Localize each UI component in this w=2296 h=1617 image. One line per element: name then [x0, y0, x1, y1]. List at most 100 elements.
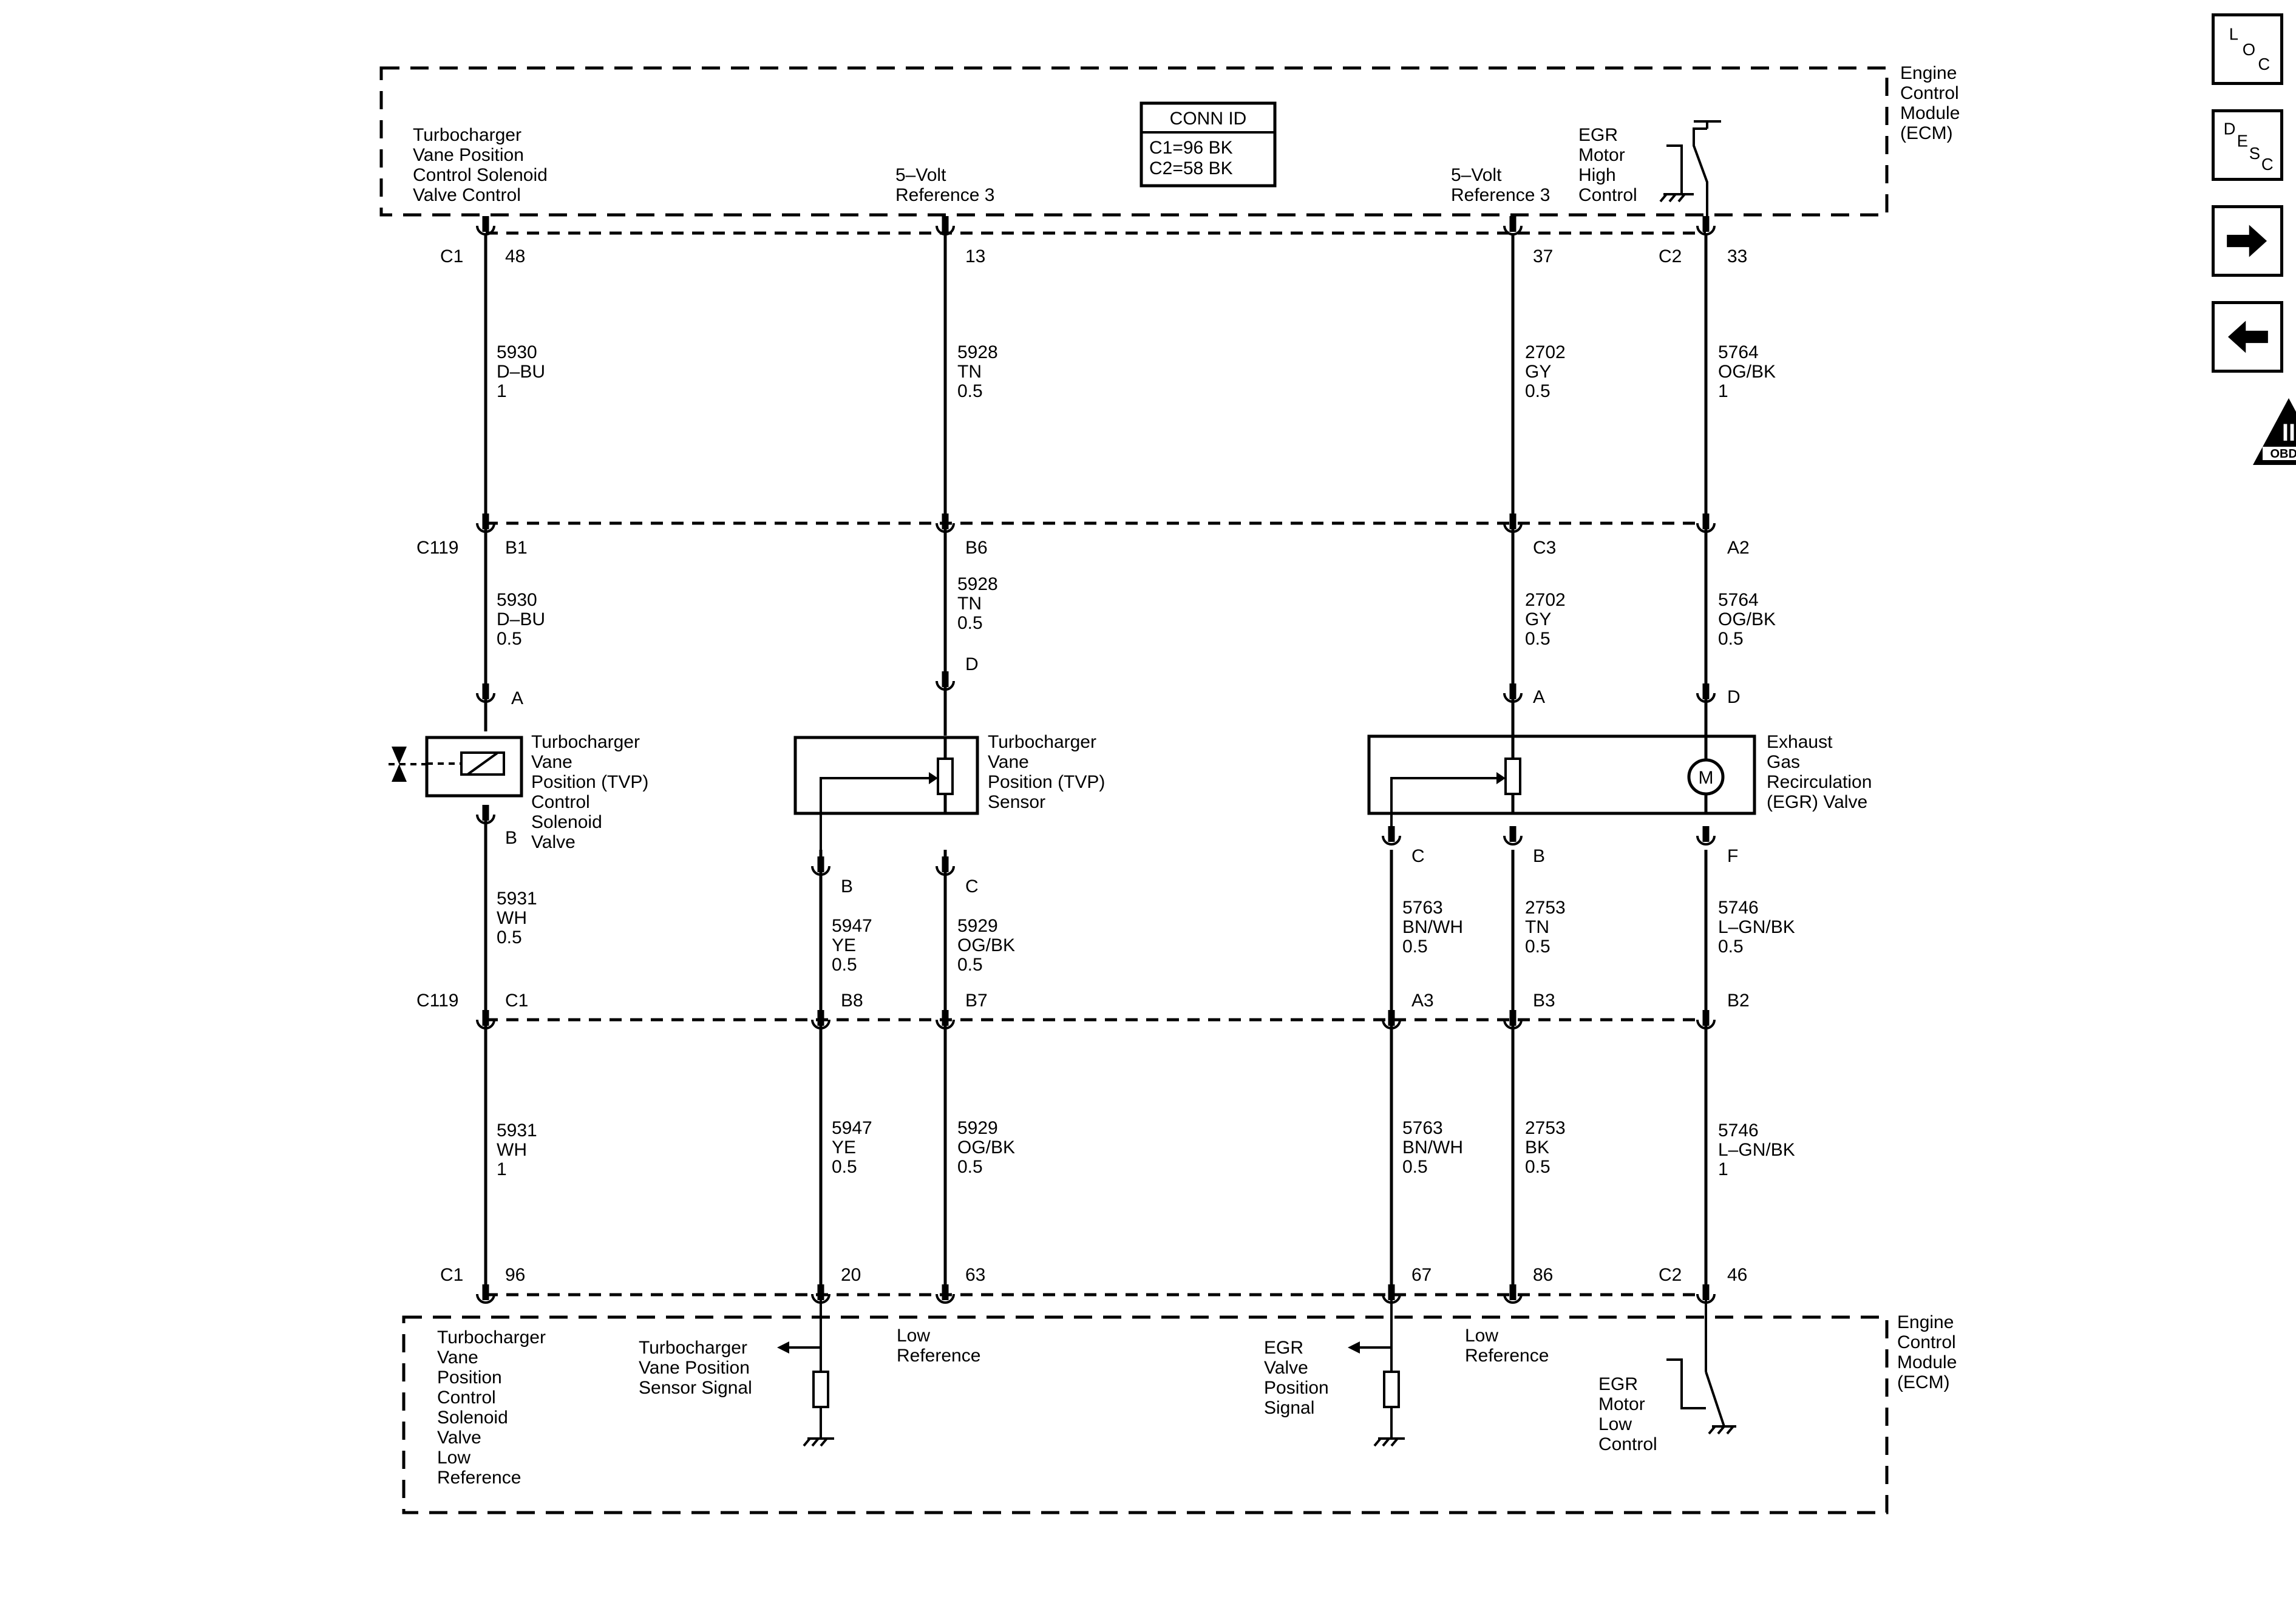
- solenoid-component: A B: [389, 688, 523, 848]
- wire-label-w3-low: 2753 TN 0.5: [1525, 898, 1566, 957]
- svg-text:5947: 5947: [832, 1118, 872, 1138]
- pin-label: 48: [505, 246, 525, 266]
- svg-text:Low: Low: [1465, 1326, 1498, 1346]
- svg-text:BN/WH: BN/WH: [1402, 917, 1463, 937]
- desc-button[interactable]: D E S C: [2212, 109, 2283, 181]
- loc-button[interactable]: L O C: [2212, 13, 2283, 85]
- svg-text:Gas: Gas: [1767, 752, 1800, 772]
- svg-text:High: High: [1578, 165, 1616, 185]
- pin-label: C1: [505, 991, 528, 1011]
- pin-label: 86: [1533, 1265, 1553, 1285]
- pin-label: A2: [1727, 538, 1750, 558]
- svg-text:Sensor Signal: Sensor Signal: [639, 1378, 752, 1398]
- egr-valve-component: M A D C B F: [1367, 687, 1756, 866]
- svg-text:0.5: 0.5: [832, 955, 857, 975]
- svg-text:Control: Control: [437, 1388, 496, 1408]
- pin-label: F: [1727, 846, 1738, 866]
- svg-text:Vane: Vane: [531, 752, 572, 772]
- svg-text:5947: 5947: [832, 916, 872, 936]
- pin-label: B1: [505, 538, 528, 558]
- svg-text:Turbocharger: Turbocharger: [413, 125, 521, 145]
- svg-text:0.5: 0.5: [497, 927, 522, 947]
- svg-text:Motor: Motor: [1578, 145, 1625, 165]
- svg-text:Solenoid: Solenoid: [531, 812, 602, 832]
- svg-text:0.5: 0.5: [957, 955, 983, 975]
- svg-text:Reference 3: Reference 3: [895, 185, 994, 205]
- svg-text:Turbocharger: Turbocharger: [437, 1327, 546, 1348]
- svg-text:5929: 5929: [957, 916, 998, 936]
- svg-text:0.5: 0.5: [957, 613, 983, 633]
- solenoid-label: Turbocharger Vane Position (TVP) Control…: [531, 732, 648, 852]
- svg-text:Reference: Reference: [437, 1468, 521, 1488]
- svg-text:Valve Control: Valve Control: [413, 185, 521, 205]
- pin-label: C: [965, 876, 979, 897]
- svg-text:Control: Control: [1578, 185, 1637, 205]
- svg-text:Turbocharger: Turbocharger: [639, 1338, 747, 1358]
- wire-label-w3-mid: 2702 GY 0.5: [1525, 590, 1566, 649]
- svg-text:(EGR) Valve: (EGR) Valve: [1767, 792, 1867, 812]
- low-ref-label-b: Low Reference: [1465, 1326, 1549, 1366]
- svg-text:OG/BK: OG/BK: [1718, 609, 1776, 629]
- svg-text:L: L: [2229, 24, 2238, 43]
- svg-text:EGR: EGR: [1578, 125, 1618, 145]
- turbo-ctrl-label: Turbocharger Vane Position Control Solen…: [413, 125, 548, 205]
- forward-button[interactable]: [2212, 205, 2283, 277]
- pin-label: A: [1533, 687, 1545, 707]
- svg-text:5930: 5930: [497, 590, 537, 610]
- pin-label: B8: [841, 991, 863, 1011]
- svg-text:WH: WH: [497, 1140, 527, 1160]
- pin-label: 67: [1411, 1265, 1432, 1285]
- svg-text:Position (TVP): Position (TVP): [988, 772, 1105, 792]
- pin-label: B3: [1533, 991, 1555, 1011]
- svg-text:1: 1: [497, 381, 507, 401]
- svg-text:L–GN/BK: L–GN/BK: [1718, 1140, 1795, 1160]
- svg-text:1: 1: [497, 1159, 507, 1179]
- svg-text:Vane: Vane: [437, 1348, 478, 1368]
- wire-label-w3-bot: 2753 BK 0.5: [1525, 1118, 1566, 1177]
- obd-ii-button[interactable]: II OBD II: [2249, 395, 2296, 467]
- svg-text:0.5: 0.5: [1525, 937, 1550, 957]
- svg-text:1: 1: [1718, 381, 1728, 401]
- pin-label: 63: [965, 1265, 985, 1285]
- arrow-left-icon: [2227, 320, 2268, 353]
- svg-text:EGR: EGR: [1598, 1374, 1638, 1394]
- svg-text:WH: WH: [497, 908, 527, 928]
- pin-label: B7: [965, 991, 988, 1011]
- wire-label-w2-mid: 5928 TN 0.5: [957, 574, 998, 633]
- svg-text:5929: 5929: [957, 1118, 998, 1138]
- svg-text:Position (TVP): Position (TVP): [531, 772, 648, 792]
- egr-pos-sig-label: EGR Valve Position Signal: [1264, 1338, 1329, 1418]
- svg-text:S: S: [2249, 144, 2260, 163]
- svg-text:Position: Position: [1264, 1378, 1329, 1398]
- tvp-sensor-label: Turbocharger Vane Position (TVP) Sensor: [988, 732, 1105, 812]
- svg-text:TN: TN: [957, 594, 982, 614]
- pin-label: D: [1727, 687, 1741, 707]
- svg-text:GY: GY: [1525, 609, 1551, 629]
- svg-text:OG/BK: OG/BK: [1718, 362, 1776, 382]
- desc-icon: D E S C: [2224, 120, 2274, 174]
- svg-text:Valve: Valve: [437, 1428, 481, 1448]
- svg-text:YE: YE: [832, 935, 856, 955]
- svg-text:O: O: [2243, 40, 2255, 59]
- svg-text:D: D: [2224, 120, 2236, 138]
- wire-label-w1-low: 5931 WH 0.5: [497, 889, 537, 947]
- low-ref-label-a: Low Reference: [897, 1326, 980, 1366]
- ecm-title-line: (ECM): [1900, 123, 1953, 143]
- c119-label: C119: [416, 538, 459, 558]
- back-button[interactable]: [2212, 301, 2283, 373]
- pin-label: 96: [505, 1265, 525, 1285]
- svg-text:Low: Low: [1598, 1414, 1632, 1434]
- svg-text:TN: TN: [1525, 917, 1549, 937]
- svg-text:5764: 5764: [1718, 342, 1759, 362]
- pin-label: B2: [1727, 991, 1750, 1011]
- conn-id-row: C2=58 BK: [1149, 158, 1233, 178]
- svg-text:YE: YE: [832, 1137, 856, 1158]
- ecm-internal-circuits: [789, 1295, 1736, 1447]
- svg-text:0.5: 0.5: [832, 1157, 857, 1177]
- wire-label-w4-mid: 5764 OG/BK 0.5: [1718, 590, 1776, 649]
- svg-text:Control: Control: [531, 792, 590, 812]
- signal-arrow-icon: [1348, 1341, 1360, 1354]
- pin-label: 13: [965, 246, 985, 266]
- pin-label: B: [1533, 846, 1545, 866]
